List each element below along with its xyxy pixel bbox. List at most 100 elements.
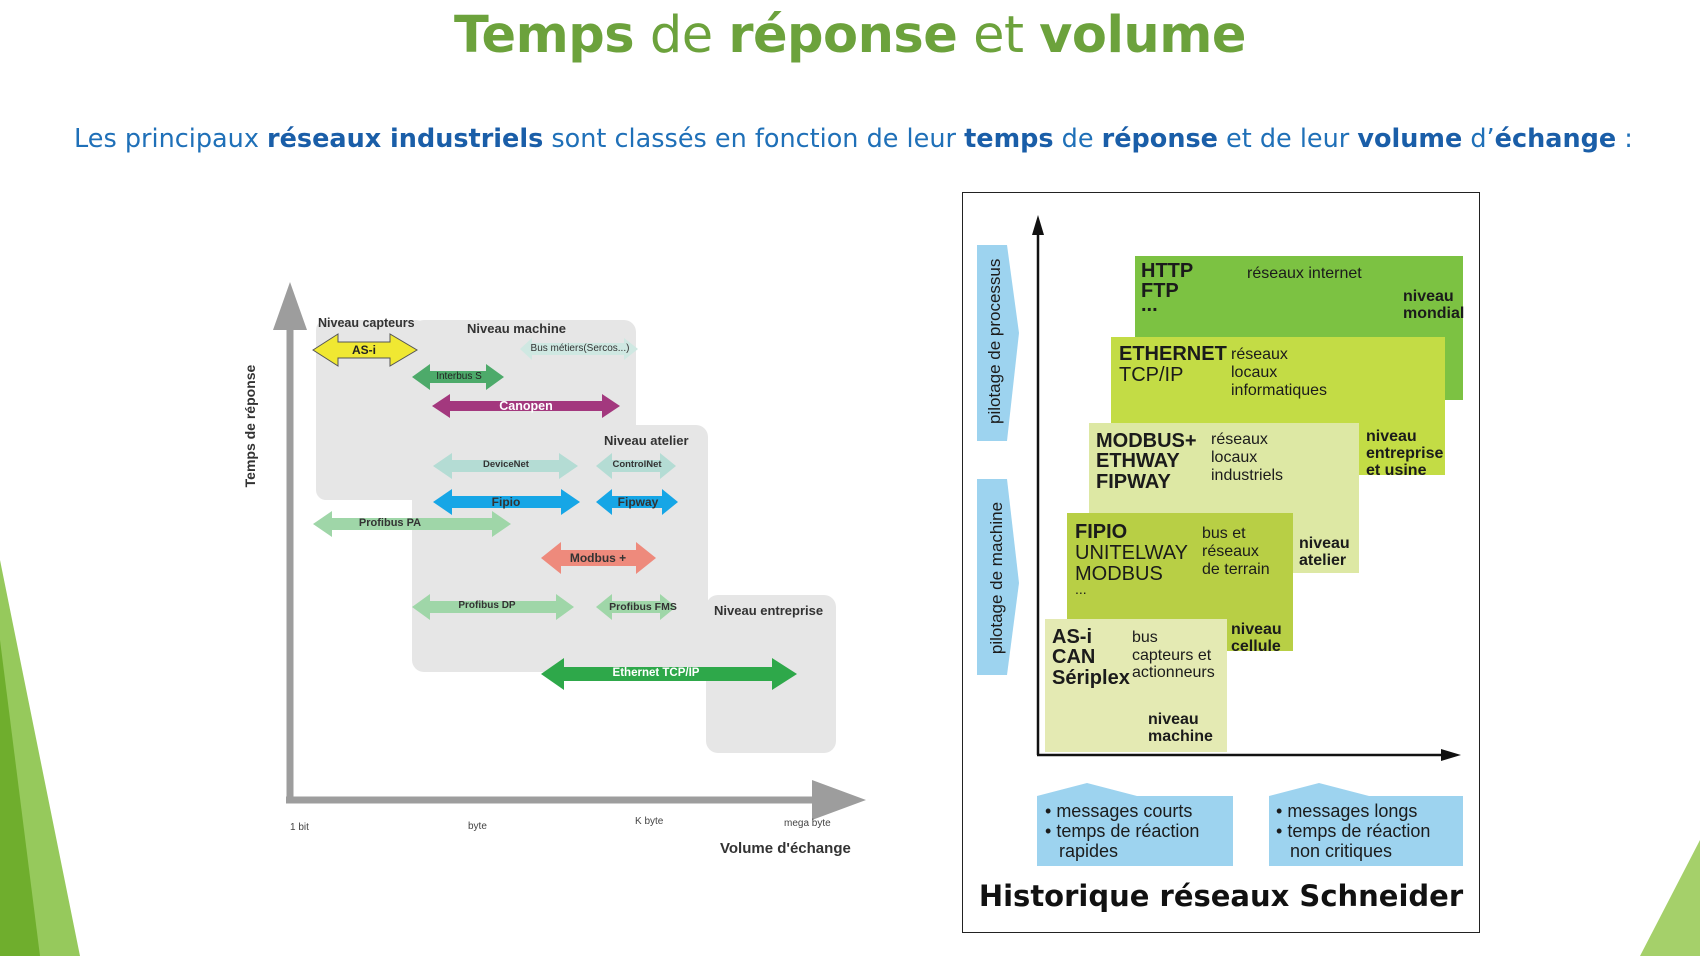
asi-protocol-2: CAN (1052, 646, 1096, 668)
subtitle-run: réseaux industriels (267, 124, 544, 154)
ethernet-desc-1: réseaux (1231, 346, 1288, 363)
arrow-label-modbus: Modbus + (569, 551, 627, 565)
arrow-asi (312, 333, 418, 367)
tab-left-line-2: • temps de réaction (1045, 821, 1200, 841)
ethernet-protocol-1: ETHERNET (1119, 343, 1227, 365)
y-axis-label: Temps de réponse (242, 364, 258, 488)
internet-protocol-3: ... (1141, 294, 1158, 316)
arrow-canopen (432, 394, 620, 418)
title-run: réponse (728, 6, 958, 65)
arrow-label-interbus: Interbus S (436, 371, 482, 382)
fipio-protocol-3: MODBUS (1075, 563, 1163, 585)
arrow-controlnet (596, 453, 676, 479)
chevron-process (977, 245, 1019, 441)
tab-right-line-1: • messages longs (1276, 801, 1418, 821)
x-tick-byte: byte (468, 821, 487, 832)
asi-desc-3: actionneurs (1132, 664, 1215, 681)
ethernet-level-3: et usine (1366, 462, 1427, 479)
fipio-level-2: cellule (1231, 638, 1281, 655)
ethernet-desc-2: locaux (1231, 364, 1278, 381)
arrow-label-fipway: Fipway (617, 495, 659, 509)
left-diagram: Temps de réponse Volume d'échange 1 bit … (240, 270, 880, 870)
subtitle-run: temps (964, 124, 1054, 154)
title-run: Temps (454, 6, 635, 65)
internet-protocol-1: HTTP (1141, 260, 1194, 282)
label-pilotage-processus: pilotage de processus (985, 258, 1004, 424)
tab-right-line-3: non critiques (1290, 841, 1393, 861)
tab-right-text-2: temps de réaction (1287, 821, 1431, 841)
tab-left-line-3: rapides (1059, 841, 1119, 861)
arrow-bus-metiers (520, 338, 638, 360)
right-diagram-caption: Historique réseaux Schneider (978, 879, 1464, 913)
title-run: volume (1039, 6, 1246, 65)
arrow-profibus-pa (313, 511, 511, 537)
modbus-plus-protocol-1: MODBUS+ (1096, 430, 1197, 452)
modbus-plus-level-2: atelier (1299, 552, 1347, 569)
right-diagram-graphics (977, 215, 1463, 866)
label-pilotage-machine: pilotage de machine (987, 501, 1006, 655)
arrow-ethernet (541, 658, 797, 690)
arrow-label-ethernet: Ethernet TCP/IP (612, 667, 700, 679)
arrow-label-profibus-pa: Profibus PA (358, 517, 422, 529)
subtitle-run: échange (1494, 124, 1617, 154)
fipio-protocol-2: UNITELWAY (1075, 542, 1188, 564)
tab-left-text-1: messages courts (1056, 801, 1193, 821)
internet-level-1: niveau (1403, 288, 1454, 305)
internet-protocol-2: FTP (1141, 280, 1179, 302)
arrow-fipio (433, 489, 580, 515)
arrow-interbus (412, 364, 504, 390)
arrow-label-canopen: Canopen (499, 399, 553, 413)
title-run: et (957, 6, 1040, 65)
subtitle-run: de (1053, 124, 1102, 154)
fipio-protocol-1: FIPIO (1075, 521, 1128, 543)
zone-atelier-label: Niveau atelier (604, 433, 689, 448)
left-diagram-graphics (273, 282, 866, 820)
tab-left-bg (1037, 783, 1233, 866)
slide-subtitle: Les principaux réseaux industriels sont … (74, 124, 1633, 154)
ethernet-desc-3: informatiques (1231, 382, 1328, 399)
subtitle-run: : (1616, 124, 1633, 154)
zone-machine-label: Niveau machine (467, 321, 566, 336)
modbus-plus-protocol-2: ETHWAY (1096, 450, 1180, 472)
zone-capteurs-bg (316, 320, 426, 500)
fipio-desc-3: de terrain (1202, 561, 1270, 578)
tab-left-text-2: temps de réaction (1056, 821, 1200, 841)
asi-desc-2: capteurs et (1132, 647, 1212, 664)
arrow-fipway (596, 489, 678, 515)
x-tick-kbyte: K byte (635, 816, 664, 827)
arrow-label-devicenet: DeviceNet (483, 459, 529, 470)
right-diagram: HTTP FTP ... réseaux internet niveau mon… (962, 192, 1480, 933)
x-tick-1bit: 1 bit (290, 822, 309, 833)
asi-protocol-1: AS-i (1052, 626, 1092, 648)
chevron-machine (977, 479, 1019, 675)
tab-right-bg (1269, 783, 1463, 866)
modbus-plus-desc-2: locaux (1211, 449, 1258, 466)
fipio-desc-2: réseaux (1202, 543, 1259, 560)
arrow-label-bus-metiers: Bus métiers(Sercos...) (530, 343, 630, 354)
x-axis-label: Volume d'échange (720, 840, 851, 857)
asi-protocol-3: Sériplex (1052, 667, 1130, 689)
tab-right-text-1: messages longs (1287, 801, 1418, 821)
subtitle-run: Les principaux (74, 124, 268, 154)
zone-capteurs-label: Niveau capteurs (318, 316, 415, 330)
modbus-plus-desc-1: réseaux (1211, 431, 1268, 448)
subtitle-run: et de leur (1217, 124, 1358, 154)
internet-level-2: mondial (1403, 305, 1465, 322)
slide-title: Temps de réponse et volume (0, 6, 1700, 65)
modbus-plus-level-1: niveau (1299, 535, 1350, 552)
x-tick-megabyte: mega byte (784, 818, 831, 829)
arrow-profibus-fms (596, 594, 676, 620)
arrow-label-asi: AS-i (352, 343, 376, 357)
ethernet-protocol-2: TCP/IP (1119, 364, 1184, 386)
fipio-protocol-4: ... (1075, 581, 1087, 597)
ethernet-level-1: niveau (1366, 428, 1417, 445)
modbus-plus-protocol-3: FIPWAY (1096, 471, 1171, 493)
asi-desc-1: bus (1132, 629, 1158, 646)
arrow-label-controlnet: ControlNet (612, 459, 662, 470)
modbus-plus-desc-3: industriels (1211, 467, 1284, 484)
arrow-profibus-dp (412, 594, 574, 620)
arrow-label-profibus-dp: Profibus DP (458, 600, 516, 611)
subtitle-run: volume (1357, 124, 1463, 154)
tab-left-line-1: • messages courts (1045, 801, 1193, 821)
